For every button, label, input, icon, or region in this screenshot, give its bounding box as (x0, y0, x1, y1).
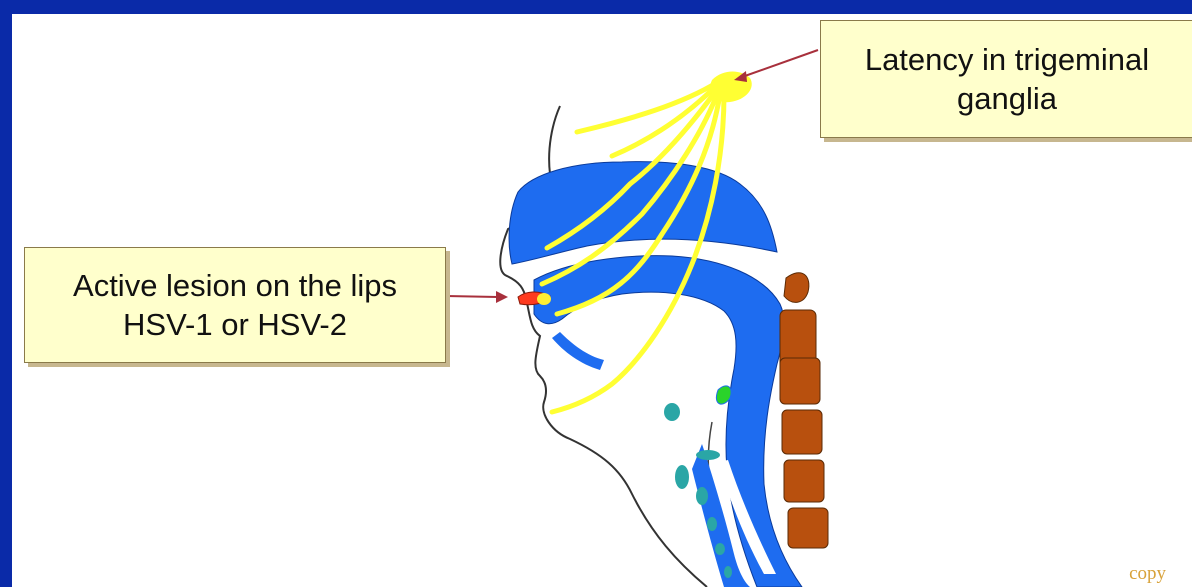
epiglottis (696, 450, 720, 460)
hyoid-cartilage (664, 403, 680, 421)
tracheal-ring (715, 543, 725, 555)
latency-label-line-1: Latency in trigeminal (821, 40, 1192, 79)
vertebra-c5 (784, 460, 824, 502)
active-lesion-label-line-1: Active lesion on the lips (25, 266, 445, 305)
vertebra-c6 (788, 508, 828, 548)
tongue-tip (552, 332, 604, 370)
oral-cavity-pharynx (534, 256, 802, 587)
lesion-highlight (537, 293, 551, 305)
diagram-canvas: Latency in trigeminal ganglia Active les… (12, 14, 1192, 587)
lesion-pointer-arrowhead (496, 291, 508, 303)
vertebra-c1 (784, 273, 809, 303)
cropped-header-text (150, 0, 155, 12)
copy-text: copy (1129, 563, 1166, 585)
latency-label-line-2: ganglia (821, 79, 1192, 118)
cricoid-cartilage (696, 487, 708, 505)
vertebra-c3 (780, 358, 820, 404)
tracheal-ring (707, 517, 717, 531)
active-lesion-label-line-2: HSV-1 or HSV-2 (25, 305, 445, 344)
thyroid-cartilage (675, 465, 689, 489)
vertebra-c4 (782, 410, 822, 454)
lesion-pointer-line (446, 296, 498, 297)
top-edge-strip (0, 0, 1192, 14)
latency-pointer-line (742, 50, 818, 77)
active-lesion-label-box: Active lesion on the lips HSV-1 or HSV-2 (24, 247, 446, 363)
tracheal-ring (724, 566, 732, 578)
latency-label-box: Latency in trigeminal ganglia (820, 20, 1192, 138)
